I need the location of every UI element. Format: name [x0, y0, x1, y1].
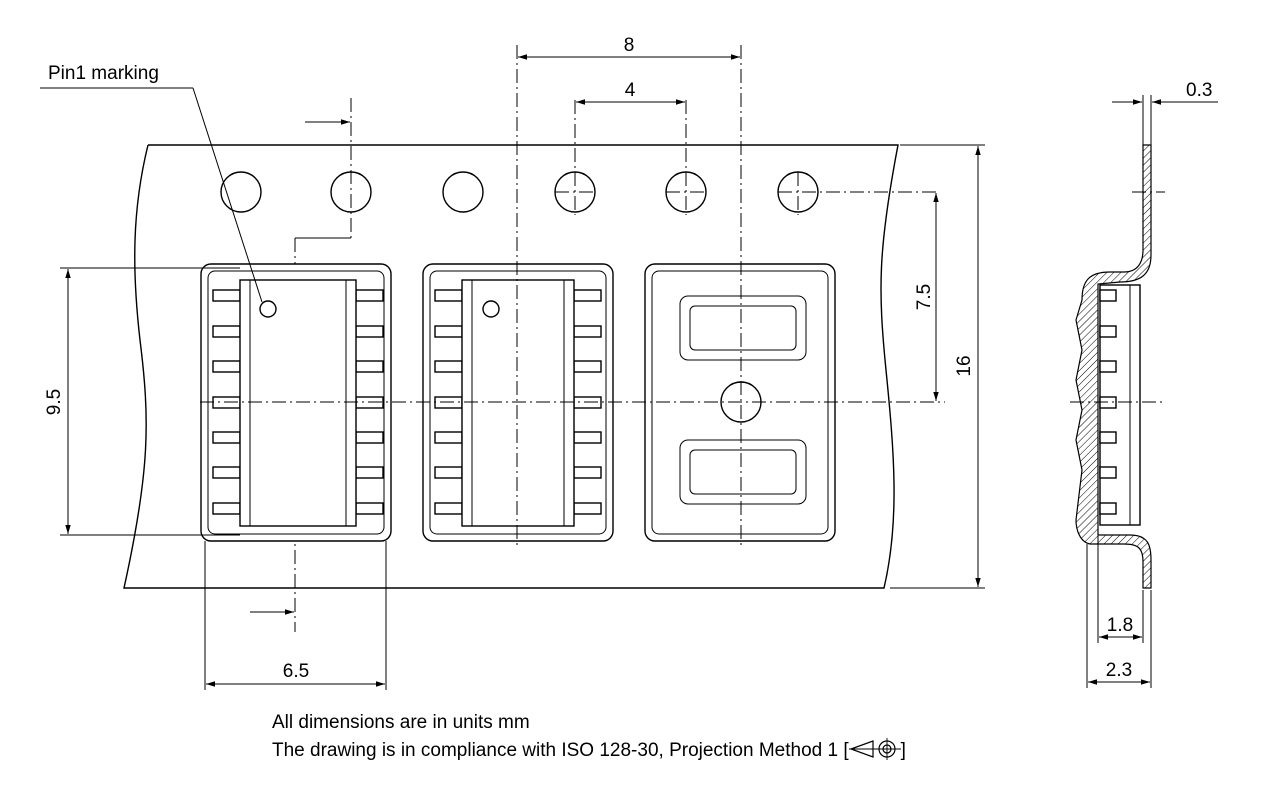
dimension-9-5: 9.5 [44, 267, 240, 536]
centerlines [200, 45, 945, 548]
side-section-view [1070, 144, 1165, 589]
dimension-1-8: 1.8 [1097, 536, 1144, 643]
pin1-callout: Pin1 marking [40, 63, 263, 303]
dimension-2-3-label: 2.3 [1106, 660, 1132, 681]
carrier-tape [123, 144, 899, 589]
dimension-1-8-label: 1.8 [1107, 615, 1133, 636]
dimension-0-3: 0.3 [1112, 80, 1218, 145]
pin1-dot-icon [259, 300, 277, 318]
dimension-8: 8 [518, 35, 740, 60]
sprocket-holes [220, 100, 940, 215]
compliance-note: The drawing is in compliance with ISO 12… [272, 738, 906, 762]
dimension-16: 16 [890, 144, 985, 589]
dimension-6-5: 6.5 [204, 541, 387, 690]
dimension-4: 4 [576, 80, 685, 105]
compliance-note-end: ] [900, 740, 906, 761]
projection-method-1-icon [848, 738, 901, 760]
dimension-7-5: 7.5 [914, 193, 939, 401]
dimension-4-label: 4 [625, 80, 636, 101]
pin1-dot-icon [482, 300, 500, 318]
dimension-8-label: 8 [624, 35, 635, 56]
units-note-text: All dimensions are in units mm [272, 712, 530, 733]
dimension-9-5-label: 9.5 [44, 389, 65, 415]
dimension-2-3: 2.3 [1086, 544, 1152, 688]
compliance-note-text: The drawing is in compliance with ISO 12… [272, 740, 849, 761]
pin1-marking-label: Pin1 marking [48, 63, 159, 84]
dimension-0-3-label: 0.3 [1186, 80, 1212, 101]
units-note: All dimensions are in units mm [272, 712, 530, 734]
sprocket-hole [220, 171, 262, 213]
dimension-6-5-label: 6.5 [283, 661, 309, 682]
sprocket-hole [442, 171, 484, 213]
dimension-16-label: 16 [954, 355, 975, 376]
dimension-7-5-label: 7.5 [914, 284, 935, 310]
